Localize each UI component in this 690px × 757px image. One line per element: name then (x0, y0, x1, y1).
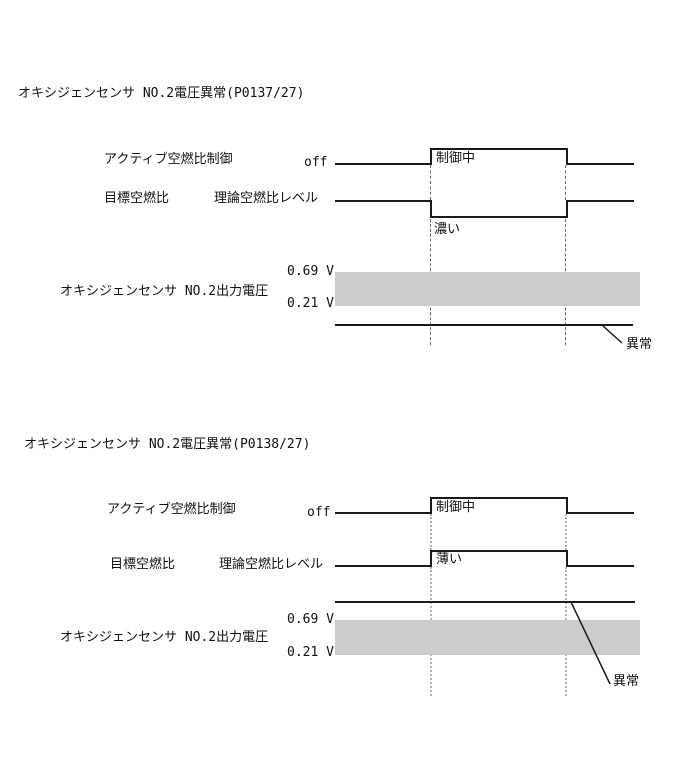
diagram1-voltage-band (335, 272, 640, 306)
diagram1-voltage-low-label: 0.21 V (287, 296, 334, 311)
diagram2-controlling-label: 制御中 (436, 500, 476, 515)
diagram1-target-afr-label: 目標空燃比 (104, 191, 170, 206)
diagram2-row2-baseline-left (335, 565, 432, 567)
diagram2-row2-pulse (430, 550, 568, 567)
diagram2-sensor-label: オキシジェンセンサ NO.2出力電圧 (60, 630, 269, 645)
diagram1-row2-pulse (430, 201, 568, 218)
diagram2-voltage-low-label: 0.21 V (287, 645, 334, 660)
diagram2-dotted-right-mid (565, 514, 567, 550)
diagram2-row1-baseline-right (566, 512, 634, 514)
diagram2-row1-baseline-left (335, 512, 432, 514)
diagram1-abnormal-leader-line (602, 325, 623, 344)
diagram2-title: オキシジェンセンサ NO.2電圧異常(P0138/27) (24, 437, 311, 452)
diagram1-dashed-right-mid (565, 165, 566, 200)
diagram1-off-label: off (304, 155, 328, 170)
diagram2-voltage-band (335, 620, 640, 655)
diagram1-voltage-high-label: 0.69 V (287, 264, 334, 279)
diagram2-lean-label: 薄い (436, 552, 463, 567)
diagram1-active-control-label: アクティブ空燃比制御 (104, 152, 233, 167)
diagram2-sensor-signal-line (335, 601, 635, 603)
diagram1-row2-baseline-left (335, 200, 432, 202)
diagram2-row2-baseline-right (566, 565, 634, 567)
diagram2-voltage-high-label: 0.69 V (287, 612, 334, 627)
diagram1-row1-baseline-left (335, 163, 432, 165)
diagram1-controlling-label: 制御中 (436, 151, 476, 166)
diagram2-stoich-level-label: 理論空燃比レベル (219, 557, 324, 572)
diagram2-row1-pulse (430, 497, 568, 514)
diagram1-sensor-signal-line (335, 324, 633, 326)
diagram2-target-afr-label: 目標空燃比 (110, 557, 176, 572)
diagram1-stoich-level-label: 理論空燃比レベル (214, 191, 319, 206)
diagram2-off-label: off (307, 505, 331, 520)
diagram1-sensor-label: オキシジェンセンサ NO.2出力電圧 (60, 284, 269, 299)
diagram1-dashed-left-mid (430, 165, 431, 200)
diagram1-title: オキシジェンセンサ NO.2電圧異常(P0137/27) (18, 86, 305, 101)
diagram1-row1-baseline-right (566, 163, 634, 165)
diagram1-row1-pulse (430, 148, 568, 165)
diagram2-active-control-label: アクティブ空燃比制御 (107, 502, 236, 517)
diagram2-dotted-left-mid (430, 514, 432, 550)
diagram1-row2-baseline-right (566, 200, 634, 202)
diagram1-rich-label: 濃い (434, 222, 461, 237)
diagram1-abnormal-label: 異常 (626, 337, 653, 352)
diagram2-abnormal-label: 異常 (613, 674, 640, 689)
